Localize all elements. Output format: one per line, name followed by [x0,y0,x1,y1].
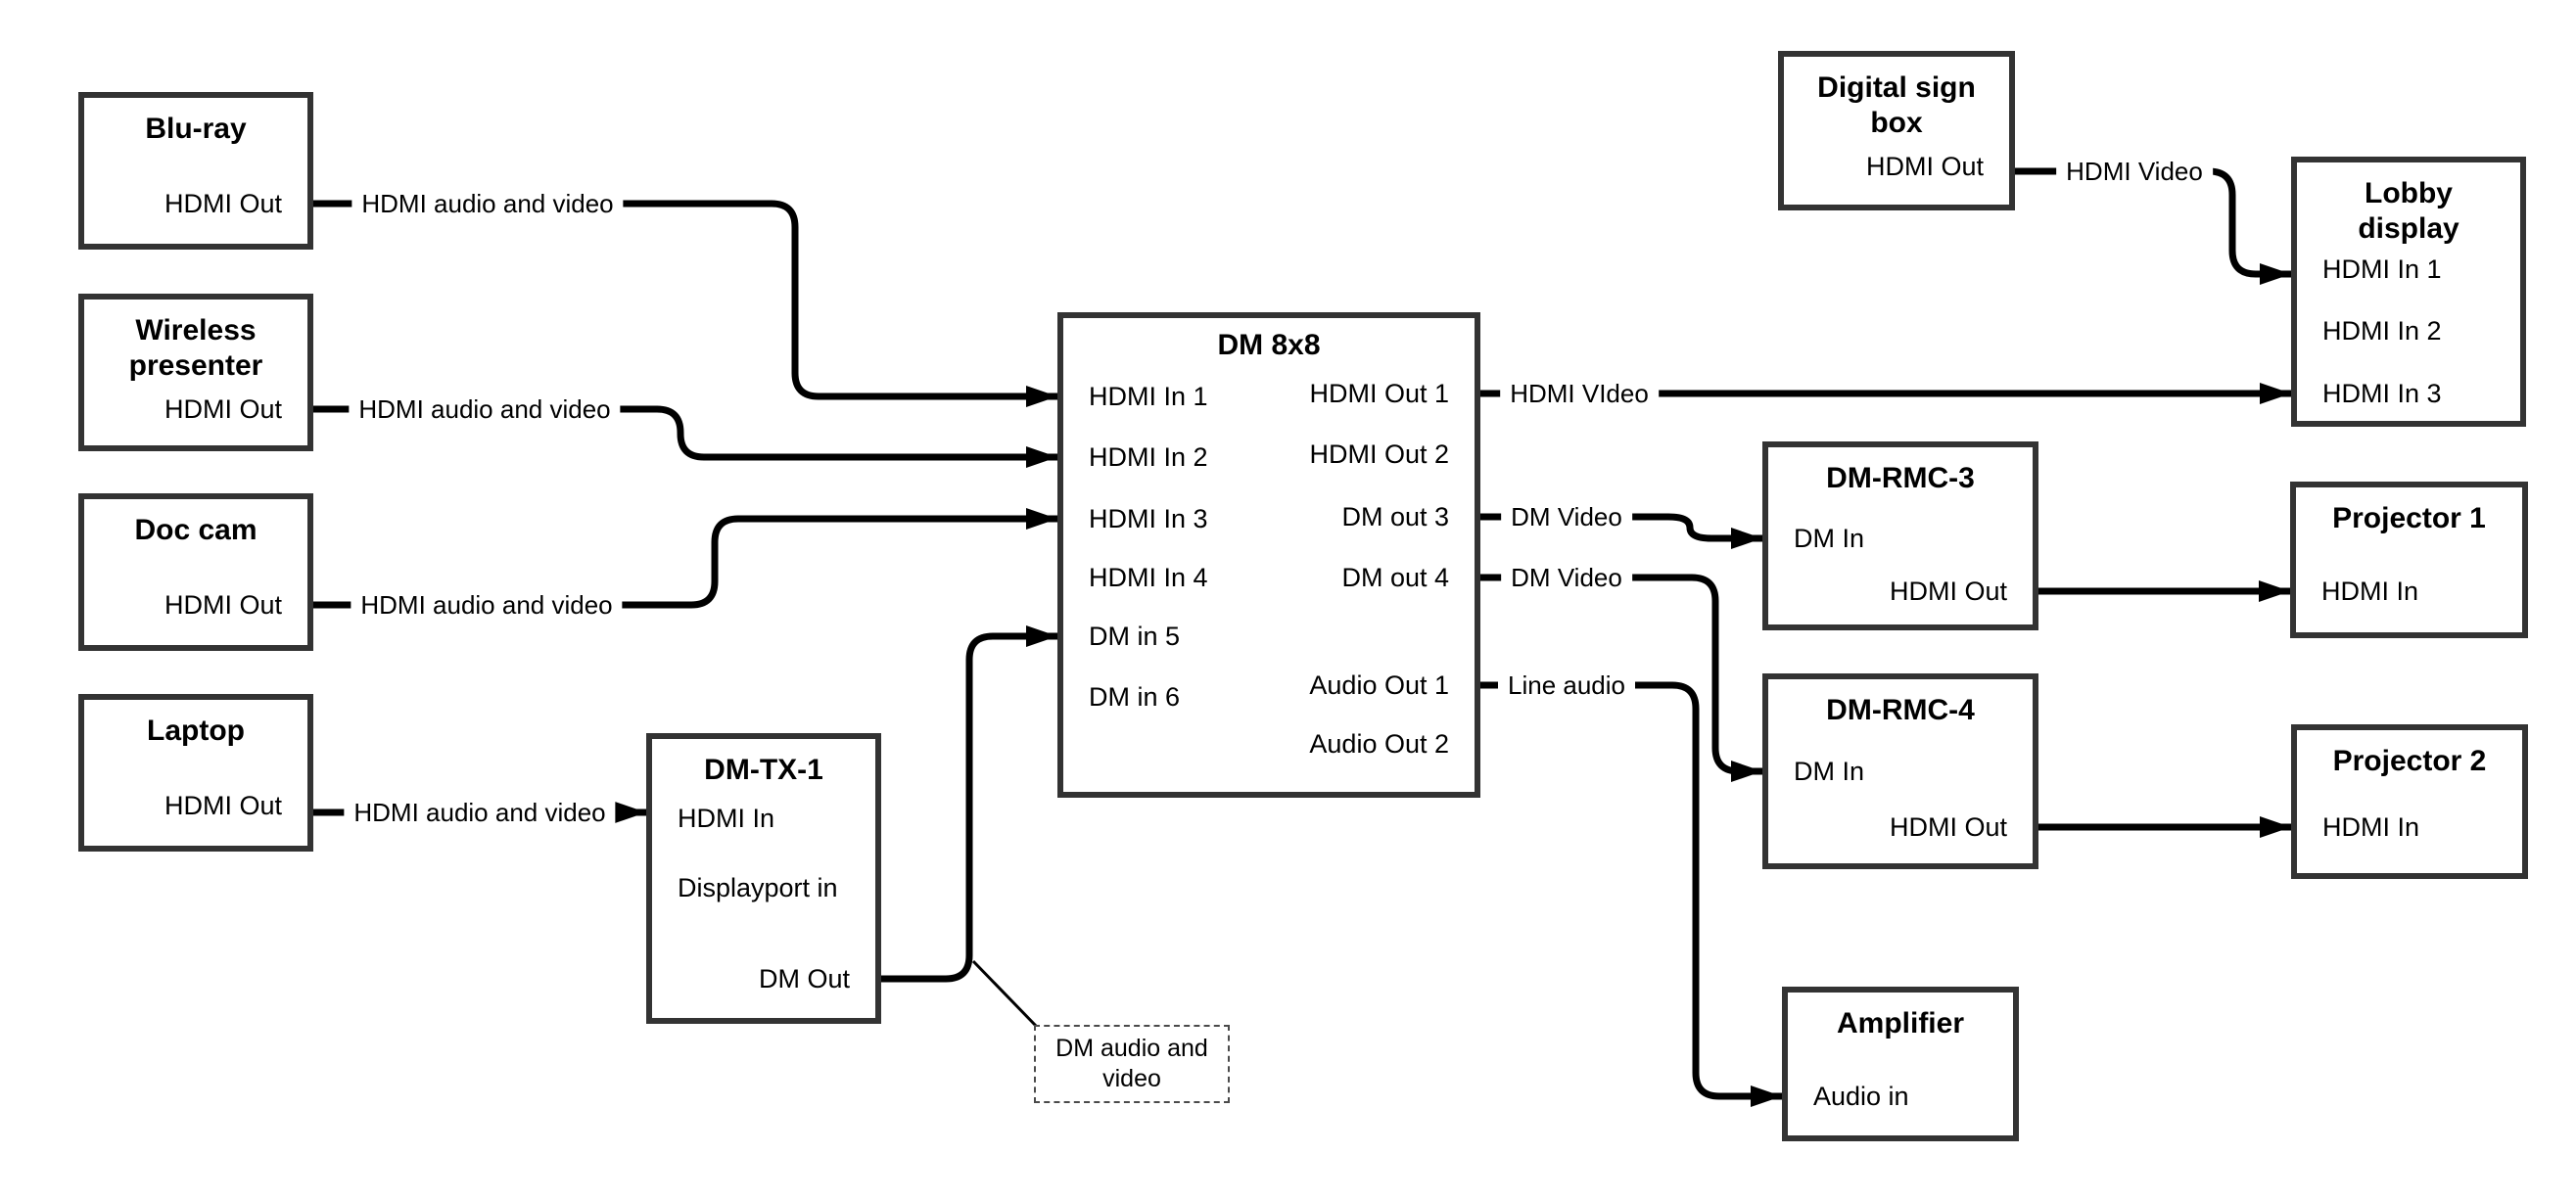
note-leader-line [971,959,1038,1028]
port-dmtx1-dm-out: DM Out [758,964,850,993]
device-box-dm-rmc-3: DM-RMC-3 DM In HDMI Out [1762,441,2038,630]
device-title-laptop: Laptop [147,715,245,747]
port-dm8x8-hdmi-in-2: HDMI In 2 [1089,442,1208,472]
port-doccam-hdmi-out: HDMI Out [164,590,282,620]
port-dmrmc4-dm-in: DM In [1794,757,1865,786]
device-title-doc-cam: Doc cam [134,514,258,546]
device-box-projector-2: Projector 2 HDMI In [2291,724,2528,879]
device-title-bluray: Blu-ray [145,113,247,145]
port-dmtx1-hdmi-in: HDMI In [678,804,775,833]
port-projector1-hdmi-in: HDMI In [2321,577,2419,606]
wire-label-line-audio: Line audio [1498,669,1635,702]
wire-bluray-to-dm8x8-in1 [313,200,1057,407]
wire-label-dm-video-out4: DM Video [1501,561,1632,594]
wire-label-bluray-hdmi-av: HDMI audio and video [351,187,624,220]
port-wireless-hdmi-out: HDMI Out [164,394,282,424]
port-lobby-hdmi-in-1: HDMI In 1 [2322,254,2442,284]
port-dm8x8-hdmi-out-2: HDMI Out 2 [1309,439,1449,469]
wire-dmtx1-dmout-to-dm8x8-in5 [881,625,1057,983]
device-title-dm-rmc-4: DM-RMC-4 [1826,694,1975,726]
wire-label-laptop-hdmi-av: HDMI audio and video [344,796,616,829]
device-title-projector-1: Projector 1 [2332,502,2486,534]
device-box-lobby-display: Lobby display HDMI In 1 HDMI In 2 HDMI I… [2291,157,2526,427]
device-title-lobby-display: Lobby display [2358,177,2459,245]
port-lobby-hdmi-in-3: HDMI In 3 [2322,379,2442,408]
device-box-bluray: Blu-ray HDMI Out [78,92,313,250]
device-box-projector-1: Projector 1 HDMI In [2290,482,2528,638]
wire-doccam-to-dm8x8-in3 [313,508,1057,609]
wire-dm8x8-dmout3-to-dmrmc3 [1480,513,1762,549]
port-projector2-hdmi-in: HDMI In [2322,812,2420,842]
wire-wireless-to-dm8x8-in2 [313,405,1057,468]
port-dm8x8-audio-out-2: Audio Out 2 [1309,729,1449,759]
device-title-dm-tx-1: DM-TX-1 [704,754,823,786]
port-dm8x8-hdmi-in-4: HDMI In 4 [1089,563,1208,592]
device-title-dm-rmc-3: DM-RMC-3 [1826,462,1975,494]
wire-label-hdmi-video-out1: HDMI VIdeo [1500,377,1659,410]
port-dm8x8-hdmi-in-1: HDMI In 1 [1089,382,1208,411]
device-box-amplifier: Amplifier Audio in [1782,987,2019,1141]
port-amplifier-audio-in: Audio in [1813,1082,1909,1111]
note-dm-audio-and-video: DM audio and video [1034,1025,1230,1103]
port-dmrmc4-hdmi-out: HDMI Out [1889,812,2007,842]
device-box-dm-8x8: DM 8x8 HDMI In 1 HDMI In 2 HDMI In 3 HDM… [1057,312,1480,798]
device-box-wireless-presenter: Wireless presenter HDMI Out [78,294,313,451]
port-dm8x8-hdmi-out-1: HDMI Out 1 [1309,379,1449,408]
device-box-dm-tx-1: DM-TX-1 HDMI In Displayport in DM Out [646,733,881,1024]
port-laptop-hdmi-out: HDMI Out [164,791,282,820]
port-dmrmc3-hdmi-out: HDMI Out [1889,577,2007,606]
device-title-wireless-presenter: Wireless presenter [128,314,263,382]
port-dm8x8-dm-out-4: DM out 4 [1341,563,1449,592]
wire-label-doccam-hdmi-av: HDMI audio and video [351,588,623,622]
wire-label-hdmi-video-sign: HDMI Video [2056,155,2213,188]
device-box-doc-cam: Doc cam HDMI Out [78,493,313,651]
device-title-amplifier: Amplifier [1836,1007,1965,1039]
device-box-dm-rmc-4: DM-RMC-4 DM In HDMI Out [1762,673,2038,869]
port-dmtx1-displayport-in: Displayport in [678,873,838,902]
port-dm8x8-dm-in-5: DM in 5 [1089,622,1181,651]
port-dm8x8-dm-out-3: DM out 3 [1341,502,1449,531]
wire-label-wireless-hdmi-av: HDMI audio and video [349,393,621,426]
device-box-laptop: Laptop HDMI Out [78,694,313,852]
device-box-digital-sign: Digital sign box HDMI Out [1778,51,2015,210]
port-lobby-hdmi-in-2: HDMI In 2 [2322,316,2442,346]
port-bluray-hdmi-out: HDMI Out [164,189,282,218]
device-title-dm-8x8: DM 8x8 [1217,329,1321,361]
port-dmrmc3-dm-in: DM In [1794,524,1865,553]
device-title-digital-sign: Digital sign box [1817,71,1976,139]
port-dm8x8-audio-out-1: Audio Out 1 [1309,670,1449,700]
wire-dm8x8-audioout1-to-amplifier [1480,681,1782,1107]
port-dm8x8-dm-in-6: DM in 6 [1089,682,1181,712]
port-dm8x8-hdmi-in-3: HDMI In 3 [1089,504,1208,533]
wire-label-dm-video-out3: DM Video [1501,500,1632,533]
wire-digitalsign-to-lobby-in1 [2015,167,2291,285]
device-title-projector-2: Projector 2 [2332,745,2487,777]
wire-dm8x8-dmout4-to-dmrmc4 [1480,574,1762,782]
port-digitalsign-hdmi-out: HDMI Out [1865,152,1984,181]
